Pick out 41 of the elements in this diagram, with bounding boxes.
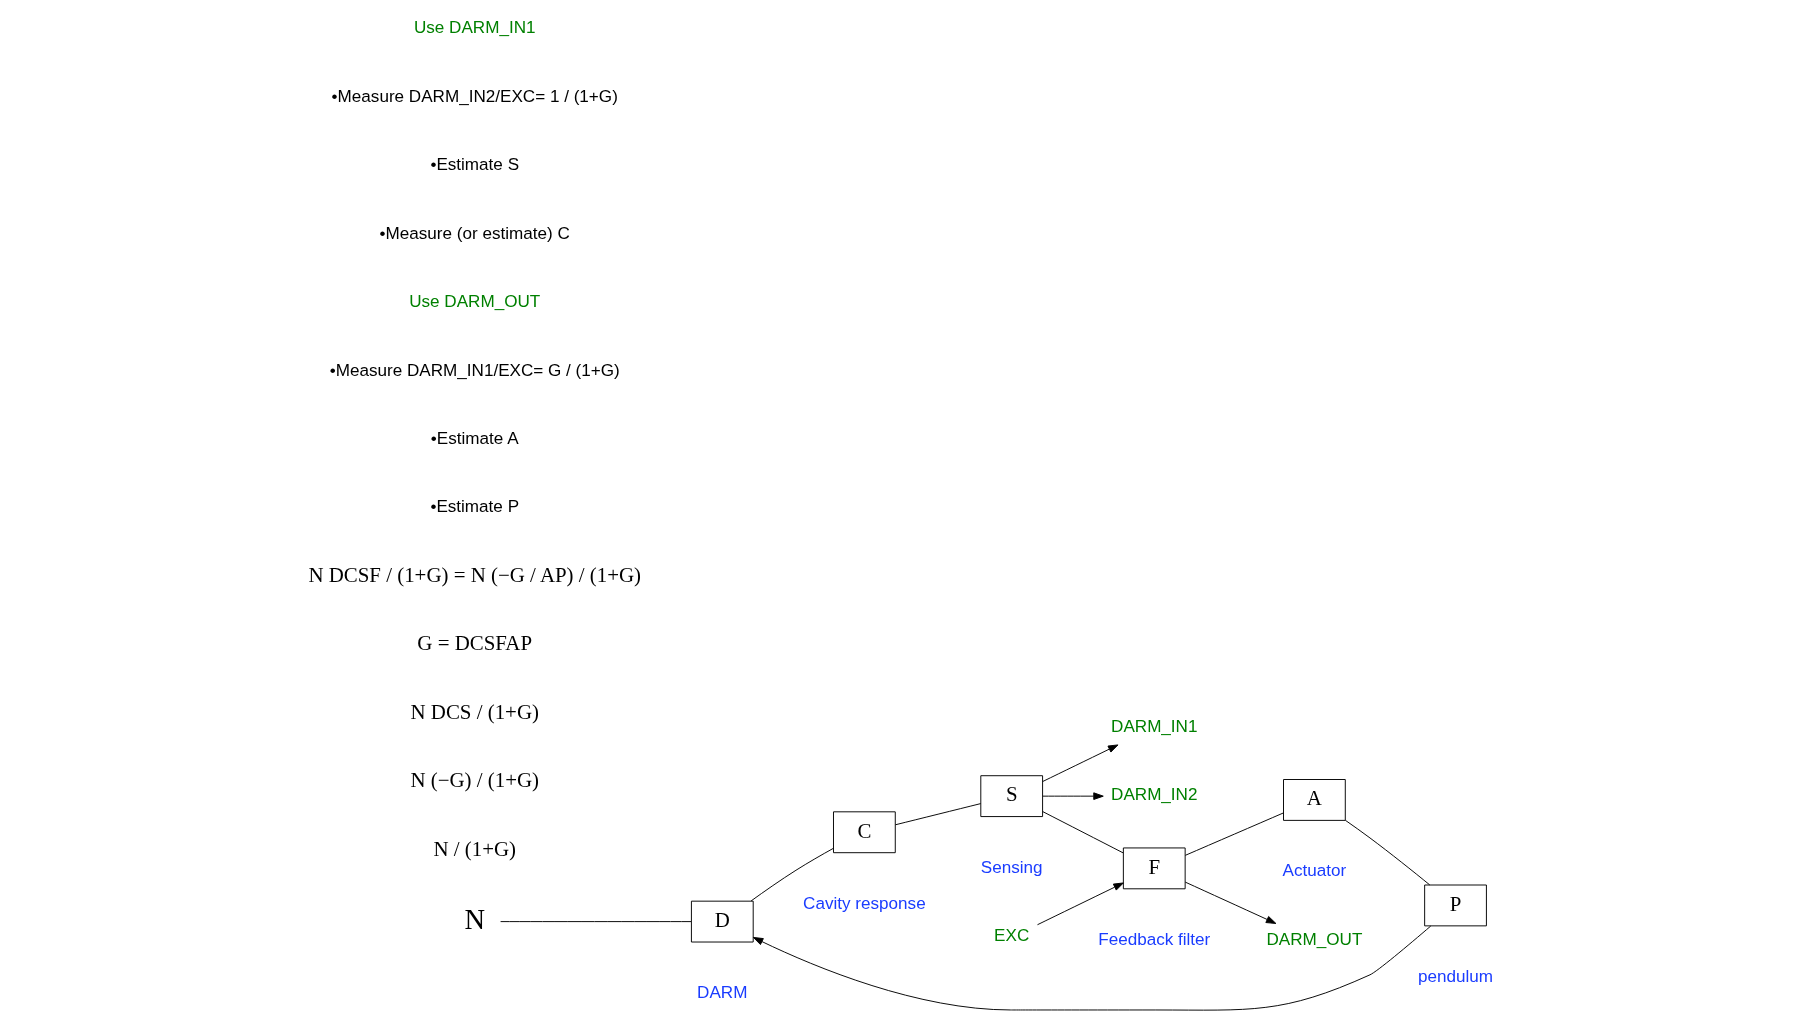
arrow [1037, 882, 1124, 926]
node-box: F [1122, 847, 1186, 890]
connector [750, 847, 834, 902]
label: •Measure (or estimate) C [379, 223, 570, 243]
node-text: EXC [994, 925, 1030, 945]
node-text: DARM_IN1 [1111, 716, 1198, 736]
node-label: pendulum [1417, 966, 1494, 986]
node-label: Feedback filter [1098, 929, 1211, 949]
node-label: Cavity response [803, 893, 926, 913]
label: N DCSF / (1+G) = N (−G / AP) / (1+G) [308, 562, 642, 587]
arrow [1184, 881, 1277, 924]
label: G = DCSFAP [417, 631, 533, 656]
label: •Measure DARM_IN2/EXC= 1 / (1+G) [331, 86, 618, 106]
node-box: D [690, 900, 754, 943]
label: Use DARM_IN1 [413, 18, 536, 38]
label: •Estimate S [430, 155, 520, 175]
label: Use DARM_OUT [409, 292, 541, 312]
node-label: Sensing [980, 857, 1043, 877]
node-label: Actuator [1282, 861, 1347, 881]
connector [1042, 811, 1124, 854]
label: N DCS / (1+G) [410, 699, 539, 724]
node-box: P [1424, 884, 1487, 927]
connector [895, 803, 982, 826]
node-box: S [980, 775, 1044, 818]
node-label: DARM [697, 983, 748, 1003]
connector [1184, 812, 1284, 856]
node-box: A [1283, 779, 1346, 821]
node-text: DARM_OUT [1266, 929, 1363, 949]
node-box: C [833, 811, 896, 854]
label: N / (1+G) [433, 836, 517, 861]
label: •Measure DARM_IN1/EXC= G / (1+G) [329, 360, 620, 380]
node-text: N [464, 903, 486, 935]
node-text: DARM_IN2 [1111, 785, 1198, 805]
connector [500, 921, 692, 923]
connector [1344, 819, 1431, 886]
label: •Estimate A [430, 428, 519, 448]
arrow [752, 925, 1432, 1011]
arrow [1042, 744, 1119, 782]
label: N (−G) / (1+G) [410, 768, 540, 793]
label: •Estimate P [430, 497, 520, 517]
arrow [1042, 792, 1104, 800]
